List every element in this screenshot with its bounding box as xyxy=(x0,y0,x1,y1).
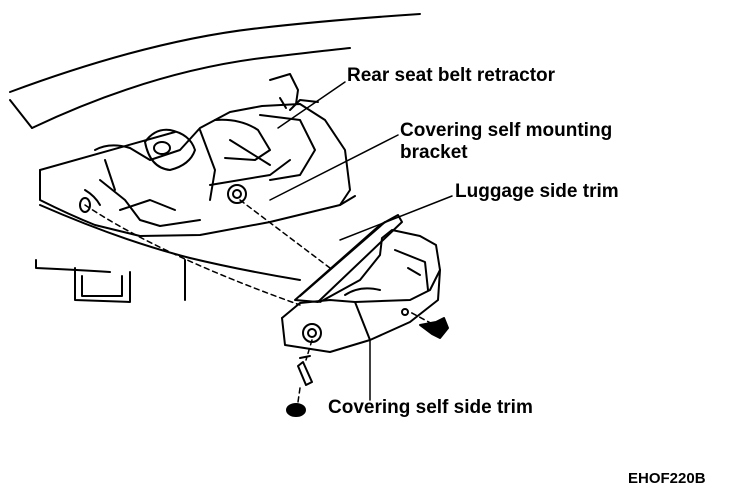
label-rear-seat-belt-retractor: Rear seat belt retractor xyxy=(347,65,556,86)
leader-lines xyxy=(269,81,453,401)
retractor-bracket xyxy=(79,73,351,227)
figure-code: EHOF220B xyxy=(628,470,706,487)
nut-fastener xyxy=(286,403,306,417)
label-covering-self-mounting-bracket-line1: Covering self mounting xyxy=(400,120,613,141)
luggage-side-trim-part xyxy=(294,214,403,303)
label-covering-self-mounting-bracket: Covering self mounting bracket xyxy=(400,120,612,164)
label-luggage-side-trim: Luggage side trim xyxy=(455,181,619,202)
clip-fastener xyxy=(419,317,449,339)
label-covering-self-mounting-bracket-line2: bracket xyxy=(400,142,468,163)
body-panel-outline xyxy=(35,169,356,303)
alignment-dashed-lines xyxy=(84,199,441,403)
rear-window-outline xyxy=(9,13,421,171)
label-covering-self-side-trim: Covering self side trim xyxy=(328,397,533,418)
screw-fastener xyxy=(297,355,313,386)
